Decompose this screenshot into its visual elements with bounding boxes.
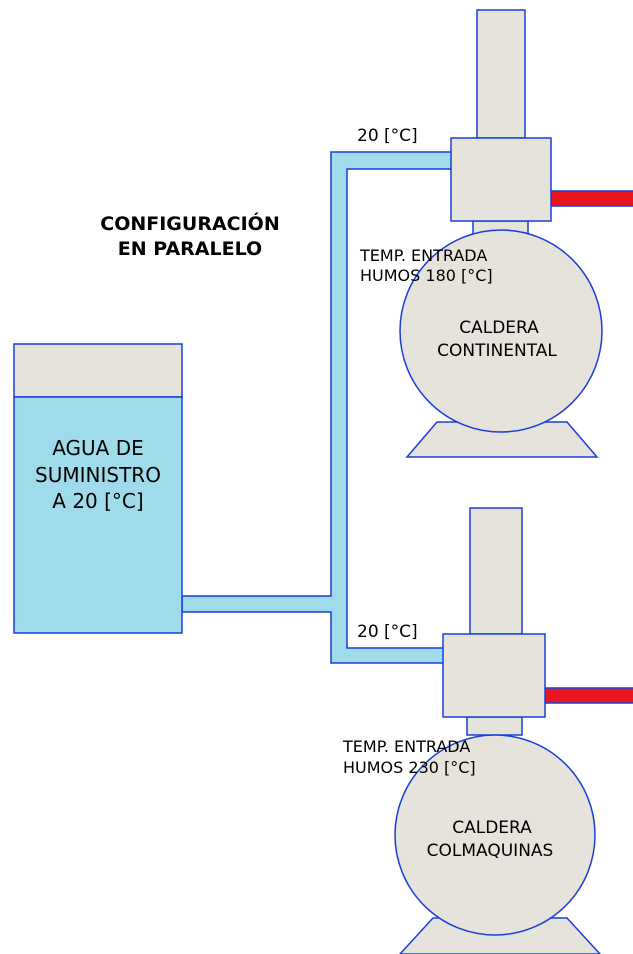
- boiler-2-heat-exchanger: [442, 633, 546, 718]
- boiler-2-name-line2: COLMAQUINAS: [427, 841, 554, 861]
- boiler-2-gas-temp-line1: TEMP. ENTRADA: [342, 737, 470, 756]
- boiler-2-chimney: [469, 507, 523, 635]
- water-piping: [181, 151, 456, 664]
- boiler-2-drum: [394, 734, 596, 936]
- boiler-1-hot-gas-pipe: [550, 190, 633, 207]
- boiler-1-chimney: [476, 9, 526, 139]
- boiler-1-gas-temp-line2: HUMOS 180 [°C]: [360, 266, 493, 285]
- boiler-2-base: [398, 917, 602, 954]
- boiler-1-heat-exchanger: [450, 137, 552, 222]
- boiler-continental: 20 [°C] TEMP. ENTRADA HUMOS 180 [°C] CAL…: [357, 9, 633, 458]
- water-tank: AGUA DE SUMINISTRO A 20 [°C]: [13, 343, 183, 634]
- boiler-1-drum: [399, 229, 603, 433]
- tank-top: [13, 343, 183, 398]
- boiler-1-base: [405, 421, 599, 458]
- boiler-2-hot-gas-pipe: [544, 687, 633, 704]
- tank-water: [13, 396, 183, 634]
- water-pipe-network: [181, 151, 456, 664]
- diagram-title-line1: CONFIGURACIÓN: [100, 211, 279, 235]
- boiler-colmaquinas: 20 [°C] TEMP. ENTRADA HUMOS 230 [°C] CAL…: [342, 507, 633, 954]
- boiler-1-inlet-temp: 20 [°C]: [357, 126, 418, 146]
- tank-label-line2: SUMINISTRO: [35, 463, 161, 487]
- boiler-1-name-line1: CALDERA: [459, 318, 539, 338]
- boiler-2-inlet-temp: 20 [°C]: [357, 622, 418, 642]
- boiler-2-neck: [466, 716, 523, 736]
- boiler-1-gas-temp-line1: TEMP. ENTRADA: [359, 246, 487, 265]
- boiler-1-name-line2: CONTINENTAL: [437, 341, 557, 361]
- tank-label-line1: AGUA DE: [52, 436, 144, 460]
- diagram-title-line2: EN PARALELO: [118, 238, 262, 260]
- boiler-2-gas-temp-line2: HUMOS 230 [°C]: [343, 758, 476, 777]
- tank-label-line3: A 20 [°C]: [52, 489, 143, 513]
- boiler-2-name-line1: CALDERA: [452, 818, 532, 838]
